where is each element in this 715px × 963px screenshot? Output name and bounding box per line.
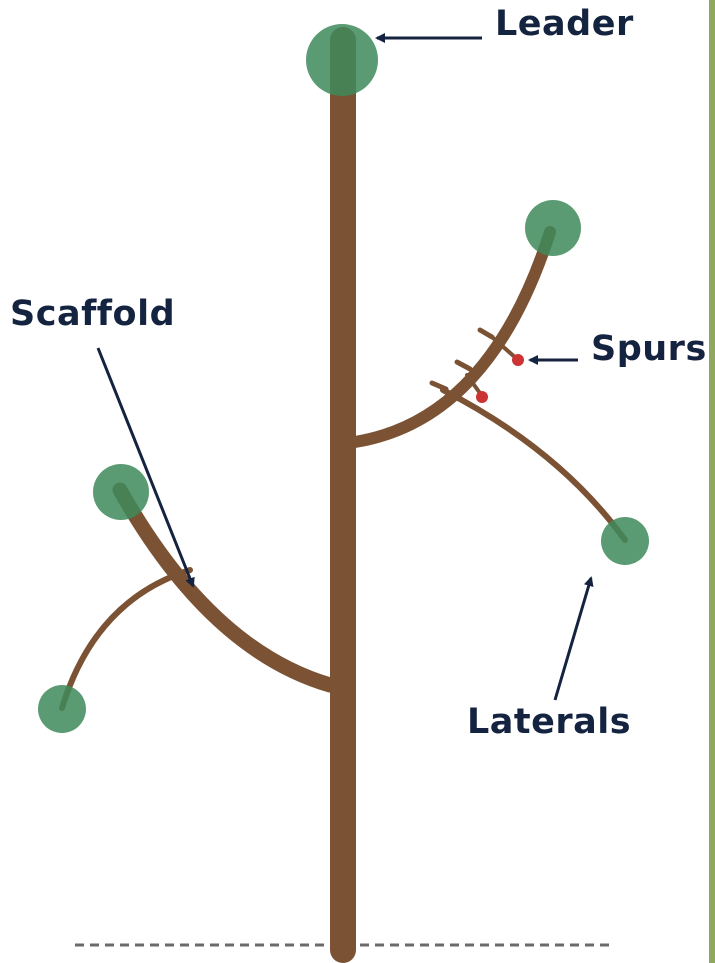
- left-lateral-leaf-cluster: [38, 685, 86, 733]
- right-scaffold-leaf-cluster: [525, 200, 581, 256]
- left-scaffold-leaf-cluster: [93, 464, 149, 520]
- edge-bar: [709, 0, 715, 963]
- leader-leaf-cluster: [306, 24, 378, 96]
- scaffold-branch-right: [355, 232, 550, 442]
- spurs-label: Spurs: [591, 329, 707, 369]
- lateral-branch-right: [443, 390, 625, 540]
- laterals-arrow: [555, 578, 591, 700]
- leader-label: Leader: [495, 4, 634, 44]
- laterals-label: Laterals: [467, 702, 631, 742]
- right-lateral-leaf-cluster: [601, 517, 649, 565]
- spur-bud: [512, 354, 524, 366]
- lateral-branch-left: [62, 570, 190, 708]
- scaffold-label: Scaffold: [10, 294, 175, 334]
- spur-bud: [476, 391, 488, 403]
